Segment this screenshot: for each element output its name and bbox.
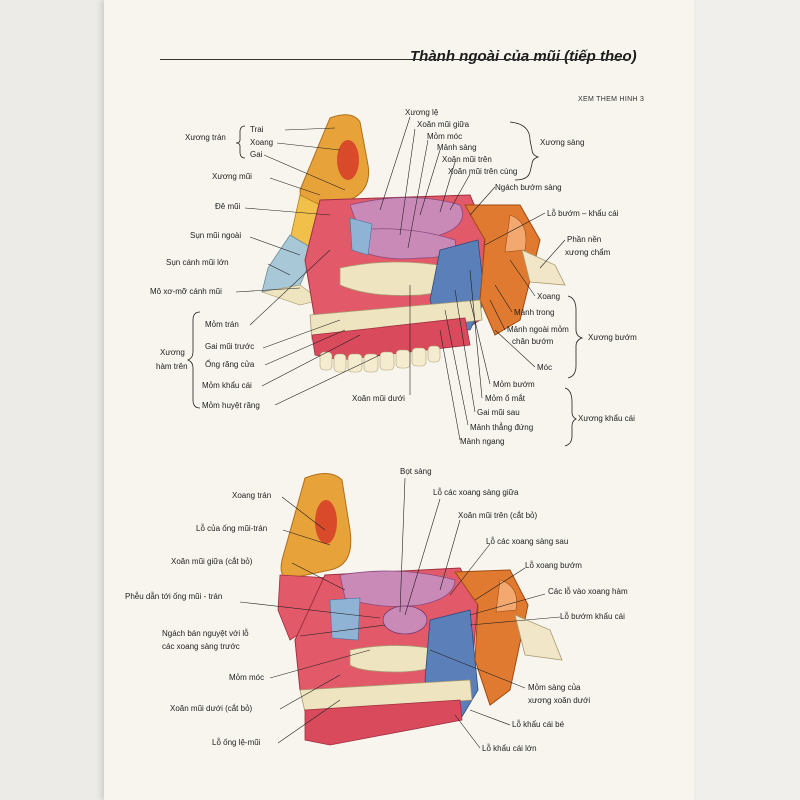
- background-right: [694, 0, 800, 800]
- label-lo-xoang-sang-sau: Lỗ các xoang sàng sau: [486, 537, 569, 546]
- label-xoang-buom: Xoang: [537, 292, 561, 301]
- label-xuong-buom: Xương bướm: [588, 333, 637, 342]
- label-lo-xoang-sang-giua: Lỗ các xoang sàng giữa: [433, 488, 519, 497]
- label-ngach-ban-nguyet-2: các xoang sàng trước: [162, 642, 240, 651]
- label-xoan-mui-giua-cat: Xoăn mũi giữa (cắt bỏ): [171, 557, 253, 566]
- background-left: [0, 0, 104, 800]
- label-lo-xoang-buom: Lỗ xoang bướm: [525, 561, 582, 570]
- label-mom-tran: Mỏm trán: [205, 320, 239, 329]
- label-lo-buom-khau-cai-2: Lỗ bướm khẩu cái: [560, 612, 625, 621]
- label-xuong-khau-cai: Xương khẩu cái: [578, 414, 635, 423]
- label-manh-trong: Mảnh trong: [514, 308, 555, 317]
- label-xoan-mui-tren-cat: Xoăn mũi trên (cắt bỏ): [458, 511, 538, 520]
- label-mom-buom: Mỏm bướm: [493, 380, 535, 389]
- label-bot-sang: Bọt sàng: [400, 467, 432, 476]
- figure-1-braces: [186, 121, 584, 447]
- label-ong-rang-cua: Ống răng cửa: [205, 360, 255, 369]
- label-mo-xo-mo: Mô xơ-mỡ cánh mũi: [150, 287, 222, 296]
- label-lo-ong-le-mui: Lỗ ống lệ-mũi: [212, 738, 261, 747]
- label-xuong-le: Xương lệ: [405, 108, 439, 117]
- label-manh-thang-dung: Mảnh thẳng đứng: [470, 423, 534, 432]
- label-lo-khau-cai-lon: Lỗ khẩu cái lớn: [482, 744, 537, 753]
- label-mom-o-mat: Mỏm ổ mắt: [485, 394, 526, 403]
- label-gai-mui-sau: Gai mũi sau: [477, 408, 520, 417]
- page-title: Thành ngoài của mũi (tiếp theo): [410, 48, 637, 65]
- label-xuong-mui: Xương mũi: [212, 172, 252, 181]
- label-manh-ngang: Mảnh ngang: [460, 437, 505, 446]
- label-phan-nen-1: Phần nền: [567, 235, 602, 244]
- label-mom-huyet-rang: Mỏm huyệt răng: [202, 401, 260, 410]
- label-mom-moc: Mỏm móc: [427, 132, 463, 141]
- label-mom-sang-2: xương xoăn dưới: [528, 696, 591, 705]
- label-xoang-tran: Xoang trán: [232, 491, 272, 500]
- label-gai-mui-truoc: Gai mũi trước: [205, 342, 255, 351]
- label-de-mui: Đê mũi: [215, 202, 241, 211]
- label-mom-khau-cai: Mỏm khẩu cái: [202, 381, 252, 390]
- label-gai: Gai: [250, 150, 263, 159]
- label-ngach-buom-sang: Ngách bướm sàng: [495, 183, 562, 192]
- label-xoan-mui-duoi: Xoăn mũi dưới: [352, 394, 405, 403]
- label-manh-sang: Mảnh sàng: [437, 143, 477, 152]
- label-lo-ong-mui-tran: Lỗ của ống mũi-trán: [196, 524, 268, 533]
- label-xuong-tran: Xương trán: [185, 133, 226, 142]
- label-xoang: Xoang: [250, 138, 274, 147]
- label-xuong-sang: Xương sàng: [540, 138, 585, 147]
- label-mom-moc-2: Mỏm móc: [229, 673, 265, 682]
- label-xuong-ham-tren-2: hàm trên: [156, 362, 188, 371]
- label-xoan-mui-tren: Xoăn mũi trên: [442, 155, 492, 164]
- title-rule: [160, 59, 630, 60]
- label-trai: Trai: [250, 125, 264, 134]
- label-pheu-dan: Phễu dẫn tới ống mũi - trán: [125, 592, 223, 601]
- figure-1-leader-lines: [235, 116, 566, 441]
- see-also-note: XEM THEM HINH 3: [578, 96, 645, 103]
- label-moc: Móc: [537, 363, 553, 372]
- label-lo-khau-cai-be: Lỗ khẩu cái bé: [512, 720, 565, 729]
- label-xoan-mui-duoi-cat: Xoăn mũi dưới (cắt bỏ): [170, 704, 253, 713]
- label-manh-ngoai-2: chân bướm: [512, 337, 554, 346]
- label-xoan-mui-giua: Xoăn mũi giữa: [417, 120, 470, 129]
- label-sun-mui-ngoai: Sụn mũi ngoài: [190, 231, 242, 240]
- label-manh-ngoai-1: Mảnh ngoài mỏm: [507, 325, 569, 334]
- label-lo-buom-khau-cai: Lỗ bướm – khẩu cái: [547, 209, 619, 218]
- figure-2-leader-lines: [239, 477, 561, 749]
- label-phan-nen-2: xương chẩm: [565, 248, 611, 257]
- label-mom-sang-1: Mỏm sàng của: [528, 683, 581, 692]
- label-xuong-ham-tren-1: Xương: [160, 348, 185, 357]
- figure-1-illustration: [260, 114, 566, 373]
- label-lo-vao-xoang-ham: Các lỗ vào xoang hàm: [548, 587, 628, 596]
- label-ngach-ban-nguyet-1: Ngách bán nguyệt với lỗ: [162, 629, 249, 638]
- figure-2-illustration: [277, 473, 563, 746]
- label-xoan-mui-tren-cung: Xoăn mũi trên cùng: [448, 167, 518, 176]
- label-sun-canh-mui-lon: Sụn cánh mũi lớn: [166, 258, 229, 267]
